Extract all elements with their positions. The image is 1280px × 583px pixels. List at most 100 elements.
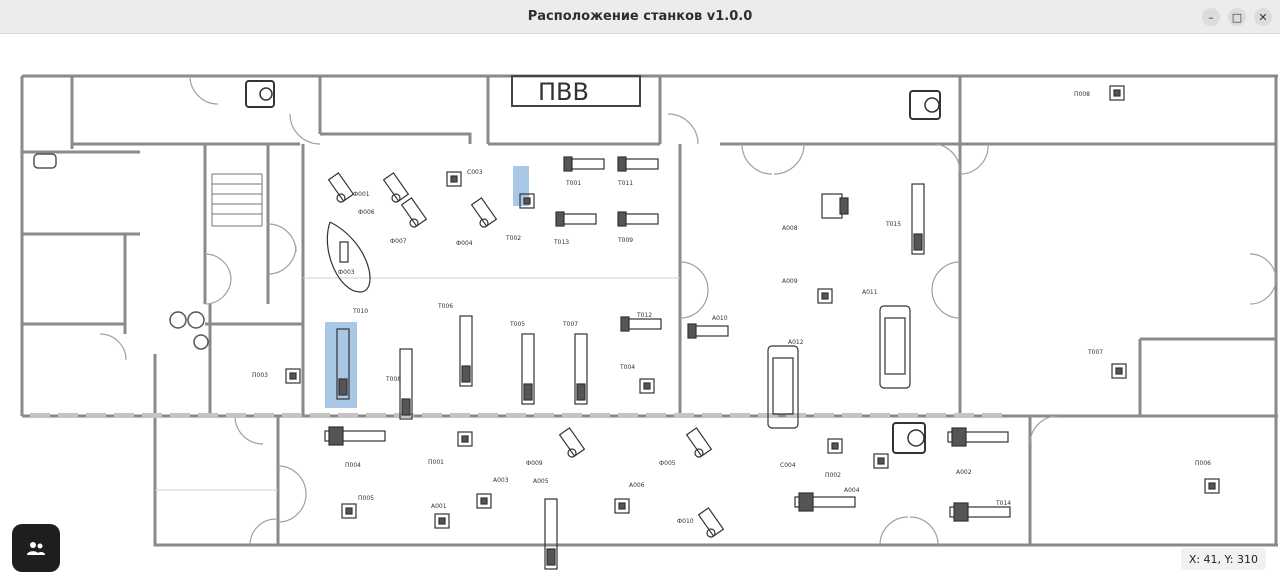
machine-С004[interactable]: С004	[780, 438, 843, 469]
machine-А011[interactable]: А011	[862, 289, 911, 389]
machine-label: Ф001	[353, 191, 370, 198]
column	[114, 413, 134, 418]
column	[506, 413, 526, 418]
machine-П006[interactable]: П006	[1195, 460, 1220, 494]
machine-Т011[interactable]: Т011	[617, 156, 659, 187]
machine-Т013[interactable]: Т013	[553, 211, 597, 246]
machine-label: А008	[782, 225, 798, 232]
column	[450, 413, 470, 418]
machine-А009[interactable]: А009	[782, 278, 833, 304]
machine-label: Т012	[636, 312, 652, 319]
machine-П005[interactable]: П005	[341, 495, 374, 519]
machine-Ф005[interactable]: Ф005	[659, 427, 713, 467]
machine-label: Т005	[509, 321, 525, 328]
machine-Ф010[interactable]: Ф010	[677, 507, 725, 538]
machine-П004[interactable]: П004	[324, 426, 386, 469]
machine-label: А009	[782, 278, 798, 285]
maximize-button[interactable]: □	[1228, 8, 1246, 26]
column	[86, 413, 106, 418]
machine-Ф004[interactable]: Ф004	[456, 197, 498, 247]
machine-Т009[interactable]: Т009	[617, 211, 659, 244]
machine-label: Т008	[385, 376, 401, 383]
machine-label: А011	[862, 289, 878, 296]
machine-label: А012	[788, 339, 804, 346]
machine-label: Т007	[1087, 349, 1103, 356]
machine-label: Т009	[617, 237, 633, 244]
column	[814, 413, 834, 418]
machine-А002[interactable]: А002	[947, 427, 1009, 476]
machine-П002[interactable]: П002	[794, 472, 856, 512]
machine-label: Т007	[562, 321, 578, 328]
machine-label: Т004	[619, 364, 635, 371]
machine-А001[interactable]: А001	[431, 503, 450, 529]
column-row	[30, 413, 1002, 418]
machine-Ф009[interactable]: Ф009	[526, 427, 586, 467]
machine-Т012[interactable]: Т012	[620, 312, 662, 332]
machine-Ф007[interactable]: Ф007	[390, 197, 428, 245]
machine-Т004[interactable]: Т004	[619, 364, 655, 394]
column	[982, 413, 1002, 418]
machine-label: П001	[428, 459, 444, 466]
machine-Т007[interactable]: Т007	[562, 321, 588, 405]
machine-А005[interactable]: А005	[533, 478, 558, 570]
machine-label: А002	[956, 469, 972, 476]
machine-Т015[interactable]: Т015	[885, 183, 925, 255]
machine-А004[interactable]: А004	[844, 453, 889, 494]
machine-А003[interactable]: А003	[476, 477, 509, 509]
machine-Т005[interactable]: Т005	[509, 321, 535, 405]
users-button[interactable]	[12, 524, 60, 572]
machine-П003[interactable]: П003	[252, 368, 301, 384]
column	[646, 413, 666, 418]
machine-Т002[interactable]: Т002	[505, 193, 535, 242]
machine-label: Т001	[565, 180, 581, 187]
machine-Ф003[interactable]: Ф003	[326, 221, 371, 293]
machine-П008[interactable]: П008	[1074, 85, 1125, 101]
machine-А006[interactable]: А006	[614, 482, 645, 514]
machine-Т006[interactable]: Т006	[437, 303, 473, 387]
machine-Т014[interactable]: Т014	[949, 500, 1011, 522]
machine-А012[interactable]: А012	[767, 339, 804, 429]
machine-label: Ф007	[390, 238, 407, 245]
column	[954, 413, 974, 418]
column	[338, 413, 358, 418]
machine-А008[interactable]: А008	[782, 193, 849, 232]
people-icon	[27, 542, 45, 555]
highlighted-machine[interactable]	[513, 166, 529, 206]
fire-cabinet-icon	[245, 80, 275, 108]
machine-label: А010	[712, 315, 728, 322]
column	[30, 413, 50, 418]
machine-С003[interactable]: С003	[446, 169, 483, 187]
close-button[interactable]: ✕	[1254, 8, 1272, 26]
room-sign: ПВВ	[511, 75, 641, 107]
column	[842, 413, 862, 418]
machine-Т007[interactable]: Т007	[1087, 349, 1127, 379]
machine-label: А004	[844, 487, 860, 494]
column	[198, 413, 218, 418]
column	[870, 413, 890, 418]
machine-label: Т006	[437, 303, 453, 310]
machine-Т010[interactable]: Т010	[336, 308, 368, 400]
column	[534, 413, 554, 418]
machine-Т008[interactable]: Т008	[385, 348, 413, 420]
title-bar: Расположение станков v1.0.0 – □ ✕	[0, 0, 1280, 34]
machine-label: С003	[467, 169, 483, 176]
column	[926, 413, 946, 418]
minimize-button[interactable]: –	[1202, 8, 1220, 26]
machine-label: Т015	[885, 221, 901, 228]
machine-label: Ф006	[358, 209, 375, 216]
column	[674, 413, 694, 418]
machine-label: П004	[345, 462, 361, 469]
column	[254, 413, 274, 418]
machine-Ф001[interactable]: Ф001	[327, 172, 370, 203]
machine-Ф006[interactable]: Ф006	[358, 172, 410, 216]
machine-label: Т013	[553, 239, 569, 246]
room-label: ПВВ	[538, 78, 589, 106]
machine-label: С004	[780, 462, 796, 469]
machine-Т001[interactable]: Т001	[563, 156, 605, 187]
machine-label: П003	[252, 372, 268, 379]
machine-П001[interactable]: П001	[428, 431, 473, 466]
machine-А010[interactable]: А010	[687, 315, 729, 339]
